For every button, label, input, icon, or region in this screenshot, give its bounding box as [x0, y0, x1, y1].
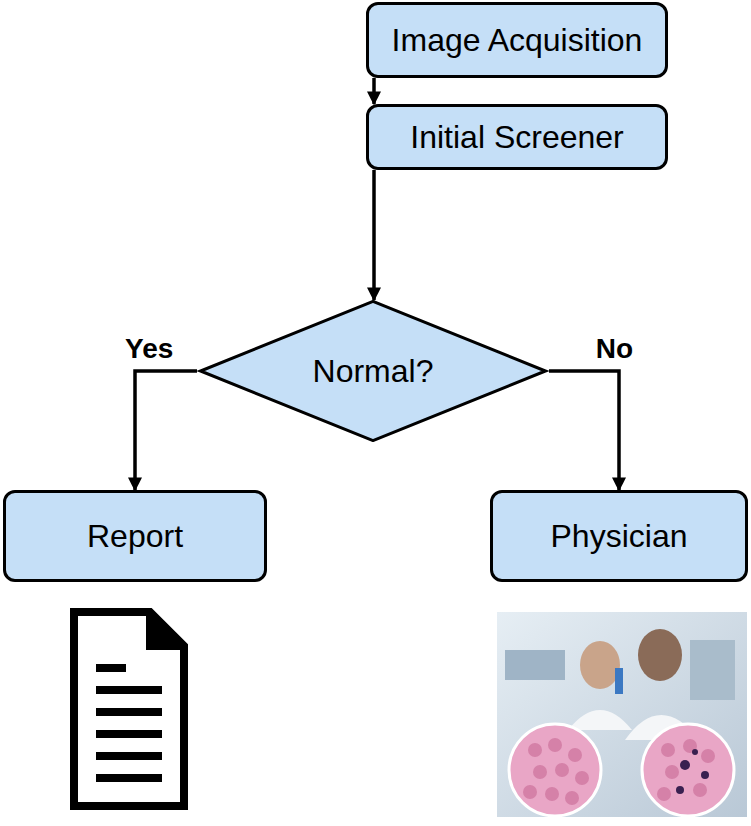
flow-arrow	[135, 371, 197, 490]
lab-photo	[497, 612, 747, 817]
node-label: Physician	[551, 518, 688, 555]
process-box: Physician	[490, 490, 748, 582]
branch-label: Yes	[125, 333, 173, 365]
text-group: Normal?	[313, 353, 434, 390]
node-label: Image Acquisition	[392, 22, 643, 59]
process-box: Image Acquisition	[366, 2, 668, 78]
process-box: Initial Screener	[366, 104, 668, 170]
node-label: Normal?	[313, 353, 434, 390]
branch-label: No	[596, 333, 633, 365]
node-label: Initial Screener	[410, 119, 623, 156]
text-group: Image Acquisition	[392, 22, 643, 59]
document-icon	[74, 612, 184, 806]
flow-arrow	[372, 78, 376, 104]
flow-arrow	[549, 371, 619, 490]
text-group: Report	[87, 518, 183, 555]
output-box: Report	[3, 490, 267, 582]
text-group: Initial Screener	[410, 119, 623, 156]
flow-arrow	[372, 170, 376, 300]
decision-diamond: Normal?	[197, 300, 549, 442]
text-group: Physician	[551, 518, 688, 555]
node-label: Report	[87, 518, 183, 555]
